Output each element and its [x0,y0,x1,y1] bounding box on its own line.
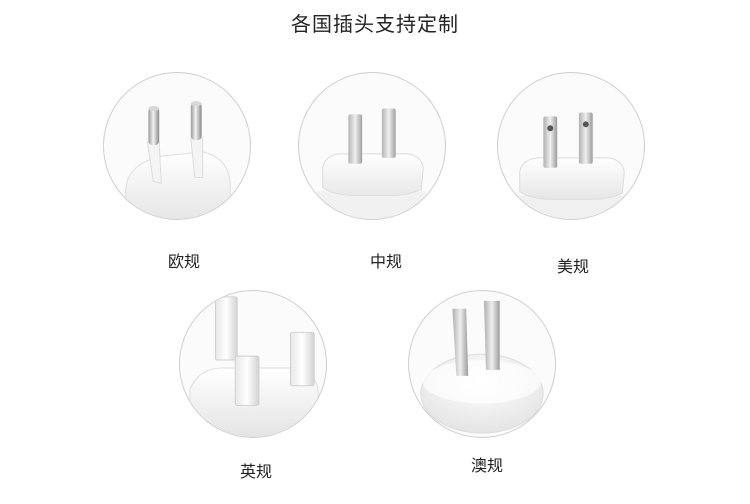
plug-eu-label: 欧规 [168,252,201,271]
us-plug-icon [515,112,627,219]
plug-uk-image [179,290,327,438]
plug-cn-image [298,72,446,220]
au-plug-icon [420,300,544,434]
eu-plug-icon [125,101,231,219]
plug-us-label: 美规 [557,257,590,276]
plug-au-label: 澳规 [471,456,504,475]
plug-eu-image [103,72,251,220]
plug-uk-label: 英规 [240,462,273,481]
plug-us-image [497,72,645,220]
uk-plug-icon [189,296,319,437]
plug-cn-label: 中规 [370,252,403,271]
page-title: 各国插头支持定制 [291,12,459,36]
cn-plug-icon [316,108,426,219]
plug-au-image [408,290,556,438]
